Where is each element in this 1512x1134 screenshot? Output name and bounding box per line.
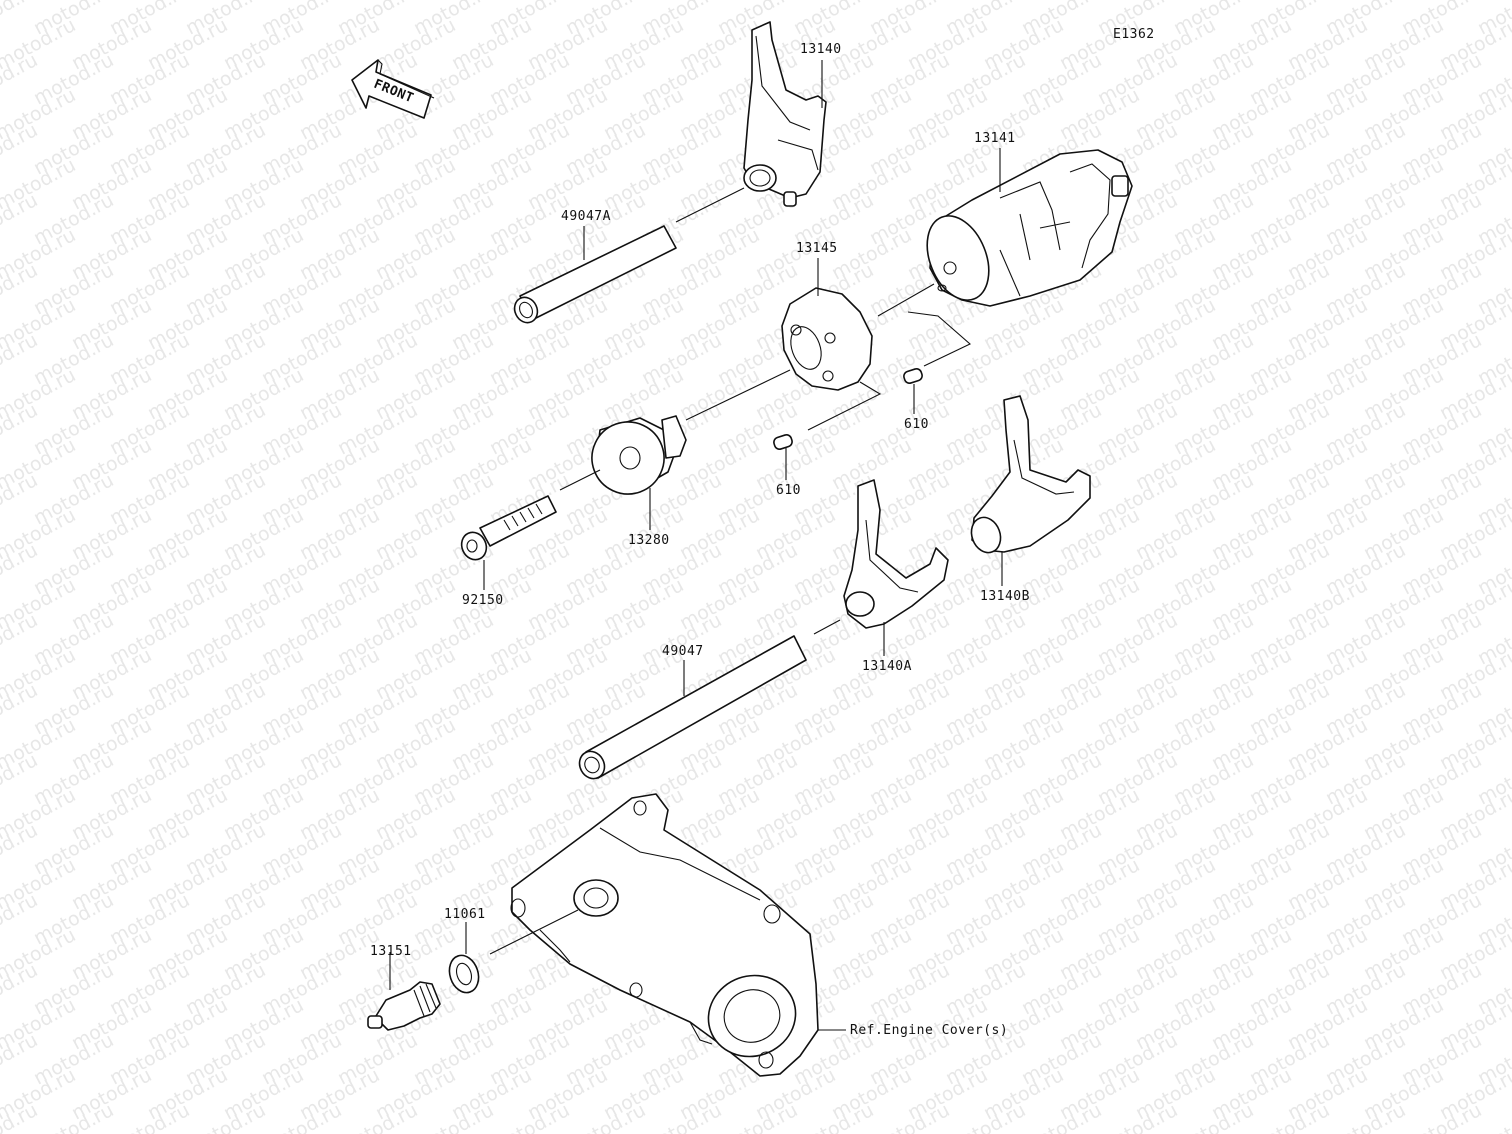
gasket-11061[interactable]: [445, 952, 483, 997]
dowel-pin-610-left[interactable]: [773, 434, 794, 451]
label-49047A: 49047A: [561, 209, 611, 224]
diagram-code: E1362: [1113, 27, 1155, 42]
shift-fork-13140A[interactable]: [843, 479, 949, 629]
holder-13280[interactable]: [582, 412, 687, 504]
label-13280: 13280: [628, 533, 670, 548]
shift-fork-13140B[interactable]: [967, 395, 1091, 557]
label-13151: 13151: [370, 944, 412, 959]
shift-fork-13140[interactable]: [743, 21, 827, 207]
label-13140A: 13140A: [862, 659, 912, 674]
label-610-right: 610: [904, 417, 929, 432]
label-13141: 13141: [974, 131, 1016, 146]
label-13145: 13145: [796, 241, 838, 256]
shift-drum-13141[interactable]: [916, 149, 1133, 309]
label-11061: 11061: [444, 907, 486, 922]
leader-lines: [389, 60, 1003, 1031]
label-13140: 13140: [800, 42, 842, 57]
bolt-92150[interactable]: [457, 495, 557, 564]
label-13140B: 13140B: [980, 589, 1030, 604]
drum-cam-13145[interactable]: [781, 287, 873, 391]
label-49047: 49047: [662, 644, 704, 659]
label-engine-cover-ref: Ref.Engine Cover(s): [850, 1023, 1008, 1038]
shaft-49047A[interactable]: [510, 225, 677, 327]
label-610-left: 610: [776, 483, 801, 498]
dowel-pin-610-right[interactable]: [903, 368, 924, 385]
neutral-switch-13151[interactable]: [367, 981, 441, 1031]
shaft-49047[interactable]: [575, 635, 807, 783]
label-92150: 92150: [462, 593, 504, 608]
engine-cover[interactable]: [510, 793, 819, 1077]
